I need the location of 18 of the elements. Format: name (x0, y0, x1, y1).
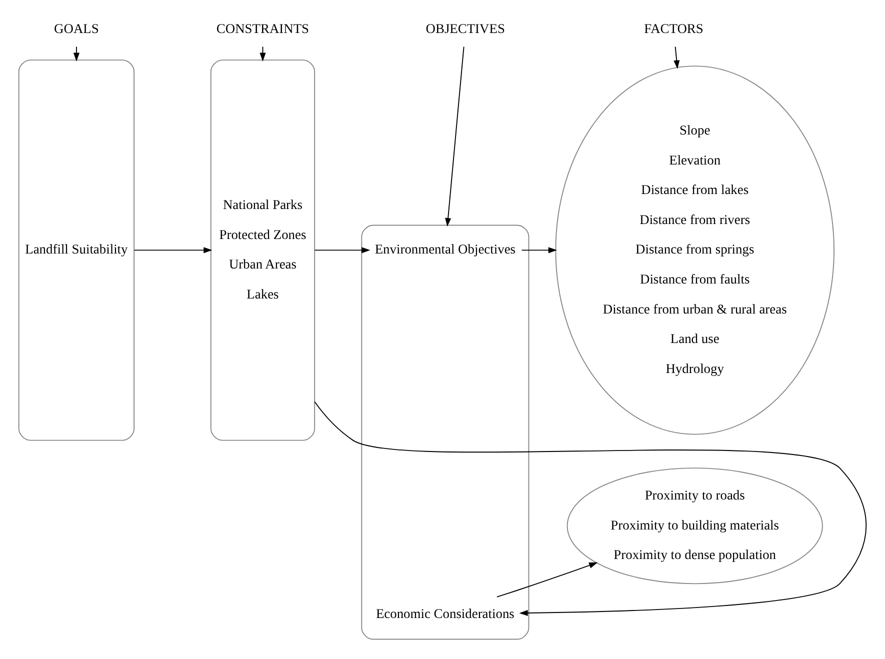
node-box: National Parks Protected Zones Urban Areas Lakes (210, 60, 316, 441)
arrow (314, 401, 867, 616)
node-text: Environmental Objectives (374, 242, 516, 257)
node-ellipse: Proximity to roads Proximity to building materials Proximity to dense population (566, 468, 823, 584)
node-text: FACTORS (644, 20, 704, 36)
arrow (674, 46, 680, 69)
arrow (445, 46, 464, 227)
arrow (314, 247, 370, 254)
node-box: Landfill Suitability (18, 60, 135, 441)
node-text: CONSTRAINTS (216, 20, 310, 36)
arrow (134, 247, 212, 254)
node-text: Economic Considerations (376, 606, 514, 621)
node-text: OBJECTIVES (426, 20, 505, 36)
node-ellipse: Slope Elevation Distance from lakes Distance from rivers Distance from springs Distance from faults Distance from urban & rural areas Land use Hydrology (555, 66, 834, 435)
arrow (73, 46, 80, 62)
node-text: GOALS (54, 20, 99, 36)
arrow (521, 247, 558, 254)
arrow (496, 562, 598, 598)
